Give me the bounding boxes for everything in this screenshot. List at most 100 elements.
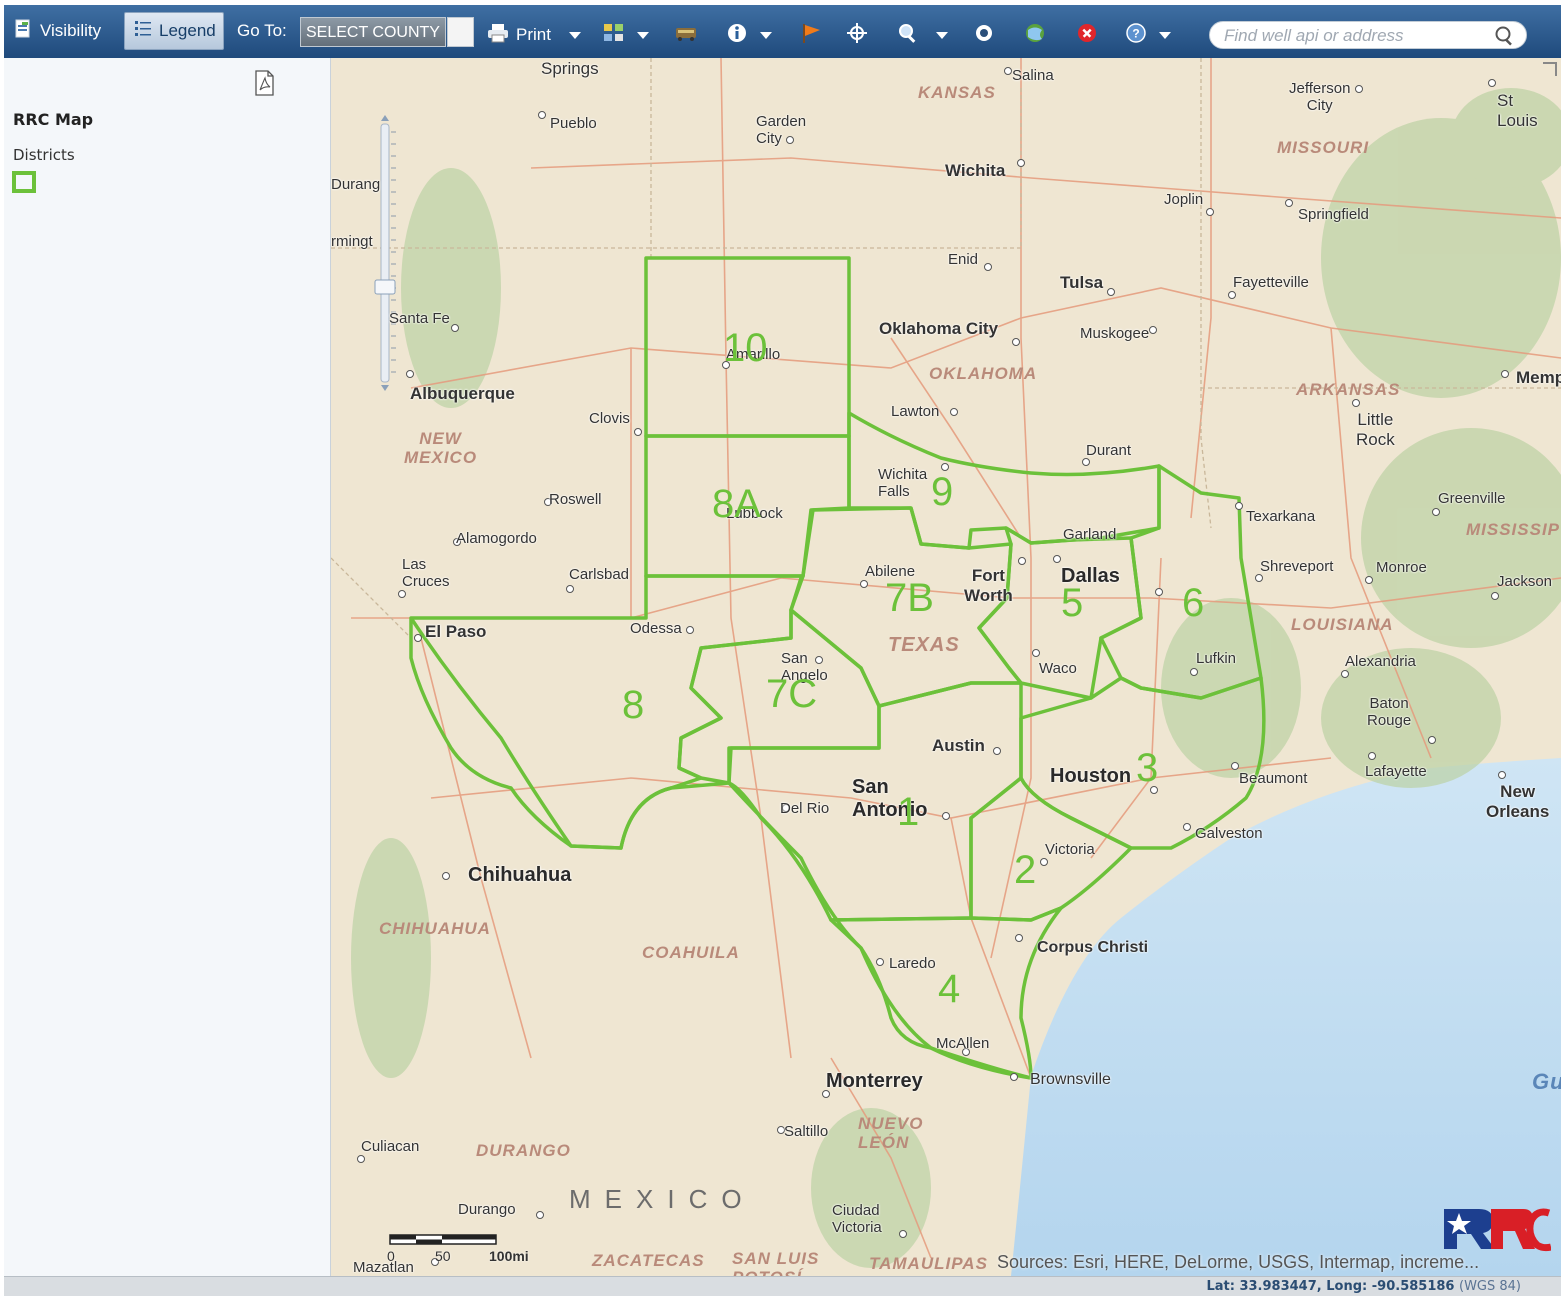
city-label: El Paso bbox=[425, 622, 487, 641]
city-label: Dallas bbox=[1061, 565, 1120, 587]
city-label: Enid bbox=[948, 251, 979, 268]
city-label: Del Rio bbox=[780, 800, 830, 817]
city-label: Durang bbox=[331, 176, 381, 193]
map-view[interactable]: Springs Salina Jefferson City St Louis P… bbox=[331, 58, 1561, 1276]
city-label: Monterrey bbox=[826, 1070, 923, 1092]
long-value: -90.585186 bbox=[1371, 1279, 1455, 1294]
city-dot bbox=[876, 958, 884, 966]
legend-button[interactable]: Legend bbox=[124, 12, 224, 50]
city-label: St Louis bbox=[1497, 91, 1538, 130]
district-1-outline bbox=[727, 681, 1023, 922]
print-button[interactable]: Print bbox=[487, 17, 551, 53]
district-label: 10 bbox=[723, 326, 768, 370]
city-dot bbox=[1341, 670, 1349, 678]
city-dot bbox=[1206, 208, 1214, 216]
city-dot bbox=[1498, 771, 1506, 779]
city-label: Lubbock bbox=[726, 505, 783, 522]
city-label: Alamogordo bbox=[456, 530, 537, 547]
city-dot bbox=[942, 812, 950, 820]
region-label: MISSOURI bbox=[1277, 138, 1370, 157]
state-borders bbox=[331, 58, 1561, 639]
city-label: Brownsville bbox=[1030, 1071, 1111, 1088]
city-label: Alexandria bbox=[1345, 653, 1416, 670]
city-label: Muskogee bbox=[1080, 325, 1150, 342]
pdf-icon[interactable] bbox=[252, 70, 276, 96]
print-chevron-down-icon[interactable] bbox=[569, 32, 581, 39]
clear-icon[interactable] bbox=[1076, 22, 1098, 44]
city-label: Wichita bbox=[945, 161, 1006, 180]
city-label: Lawton bbox=[891, 403, 940, 420]
city-dot bbox=[1368, 752, 1376, 760]
lat-value: 33.983447, bbox=[1239, 1279, 1322, 1294]
city-label: Victoria bbox=[1045, 841, 1095, 858]
city-dot bbox=[1107, 288, 1115, 296]
city-dot bbox=[941, 463, 949, 471]
region-label: OKLAHOMA bbox=[929, 364, 1038, 383]
city-label: Fort Worth bbox=[964, 566, 1013, 605]
district-label: 9 bbox=[931, 470, 954, 514]
city-label: Springfield bbox=[1298, 206, 1369, 223]
city-label: Albuquerque bbox=[410, 384, 515, 403]
rrc-logo bbox=[1441, 1203, 1551, 1255]
city-dot bbox=[899, 1230, 907, 1238]
status-bar: Lat: 33.983447, Long: -90.585186 (WGS 84… bbox=[4, 1276, 1561, 1296]
city-dot bbox=[1235, 502, 1243, 510]
city-dot bbox=[1155, 588, 1163, 596]
city-dot bbox=[1017, 159, 1025, 167]
full-extent-icon[interactable] bbox=[973, 22, 995, 44]
expand-icon[interactable] bbox=[1543, 62, 1557, 76]
region-label: KANSAS bbox=[918, 83, 996, 102]
zoom-slider[interactable] bbox=[374, 112, 396, 394]
search-icon[interactable] bbox=[1494, 25, 1516, 47]
city-dot bbox=[398, 590, 406, 598]
city-label: Salina bbox=[1012, 67, 1054, 84]
basemap-gallery-icon[interactable] bbox=[603, 22, 625, 44]
lat-label: Lat: bbox=[1206, 1279, 1235, 1294]
help-chevron-down-icon[interactable] bbox=[1159, 32, 1171, 39]
city-dot bbox=[451, 324, 459, 332]
region-label: CHIHUAHUA bbox=[379, 919, 491, 938]
texas-west-outline bbox=[409, 617, 1032, 1080]
flag-icon[interactable] bbox=[800, 22, 822, 44]
district-label: 6 bbox=[1182, 581, 1205, 625]
city-dot bbox=[1010, 1073, 1018, 1081]
basemap-chevron-down-icon[interactable] bbox=[637, 32, 649, 39]
city-dot bbox=[962, 1048, 970, 1056]
city-label: Houston bbox=[1050, 765, 1132, 787]
city-dot bbox=[1150, 786, 1158, 794]
search-input[interactable] bbox=[1222, 25, 1496, 47]
info-chevron-down-icon[interactable] bbox=[760, 32, 772, 39]
globe-icon[interactable] bbox=[1024, 22, 1046, 44]
district-label: 4 bbox=[938, 967, 961, 1011]
district-label: 8A bbox=[712, 482, 761, 526]
city-dot bbox=[634, 428, 642, 436]
city-dot bbox=[1488, 79, 1496, 87]
search-box bbox=[1209, 21, 1527, 49]
city-label: Baton Rouge bbox=[1367, 695, 1412, 730]
info-icon[interactable] bbox=[726, 22, 748, 44]
city-dot bbox=[1053, 555, 1061, 563]
help-icon[interactable]: ? bbox=[1125, 22, 1147, 44]
city-label: Amarillo bbox=[726, 346, 781, 363]
district-label: 5 bbox=[1061, 581, 1084, 625]
city-dot bbox=[1082, 458, 1090, 466]
county-dropdown-button[interactable] bbox=[447, 17, 474, 47]
city-label: Laredo bbox=[889, 955, 936, 972]
zoom-chevron-down-icon[interactable] bbox=[936, 32, 948, 39]
city-label: Greenville bbox=[1438, 490, 1506, 507]
city-label: Corpus Christi bbox=[1037, 939, 1149, 956]
city-dot bbox=[566, 585, 574, 593]
zoom-search-icon[interactable] bbox=[897, 22, 919, 44]
city-dot bbox=[538, 111, 546, 119]
region-label: LOUISIANA bbox=[1291, 615, 1394, 634]
crosshair-icon[interactable] bbox=[846, 22, 868, 44]
county-select[interactable]: SELECT COUNTY bbox=[300, 17, 446, 47]
layers-tool-icon[interactable] bbox=[674, 22, 698, 44]
city-dot bbox=[782, 804, 790, 812]
attribution-text: Sources: Esri, HERE, DeLorme, USGS, Inte… bbox=[997, 1252, 1480, 1272]
city-label: Las Cruces bbox=[402, 556, 450, 591]
visibility-button[interactable]: Visibility bbox=[13, 12, 101, 50]
list-icon bbox=[134, 19, 152, 44]
city-label: San Angelo bbox=[781, 650, 828, 685]
goto-label: Go To: bbox=[237, 21, 287, 40]
